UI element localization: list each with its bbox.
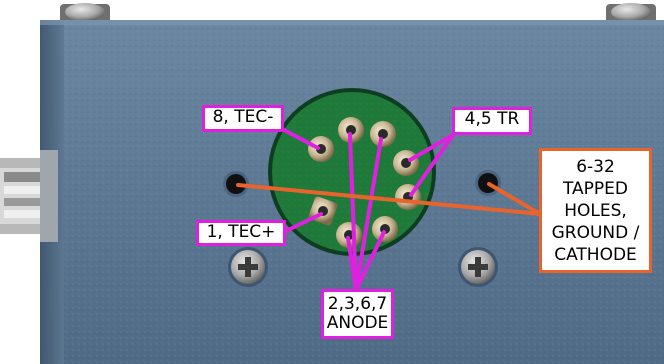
- label-holes-line-2: TAPPED: [562, 179, 629, 199]
- pin-5: [393, 150, 419, 176]
- label-anode: 2,3,6,7 ANODE: [321, 289, 394, 339]
- label-holes-line-4: GROUND /: [551, 223, 640, 243]
- pink-leader-lines: [282, 128, 455, 292]
- label-tec-plus: 1, TEC+: [196, 220, 286, 246]
- label-holes-line-1: 6-32: [576, 157, 615, 177]
- label-anode-line-1: 2,3,6,7: [327, 294, 388, 314]
- pin-8: [308, 136, 334, 162]
- pin-7: [338, 117, 364, 143]
- label-tec-minus: 8, TEC-: [202, 105, 284, 132]
- label-tapped-holes: 6-32 TAPPED HOLES, GROUND / CATHODE: [539, 148, 652, 273]
- tapped-hole-left: [223, 171, 249, 197]
- label-holes-line-5: CATHODE: [554, 245, 637, 265]
- label-anode-line-2: ANODE: [326, 313, 389, 333]
- side-connector: [0, 150, 58, 242]
- phillips-screw-left: [228, 247, 268, 287]
- label-tr: 4,5 TR: [452, 107, 532, 135]
- top-left-screw: [60, 3, 110, 24]
- pin-3: [372, 216, 398, 242]
- label-holes-line-3: HOLES,: [564, 201, 627, 221]
- top-right-screw: [606, 3, 656, 24]
- orange-leader-lines: [236, 182, 542, 216]
- phillips-screw-right: [458, 247, 498, 287]
- pin-6: [370, 121, 396, 147]
